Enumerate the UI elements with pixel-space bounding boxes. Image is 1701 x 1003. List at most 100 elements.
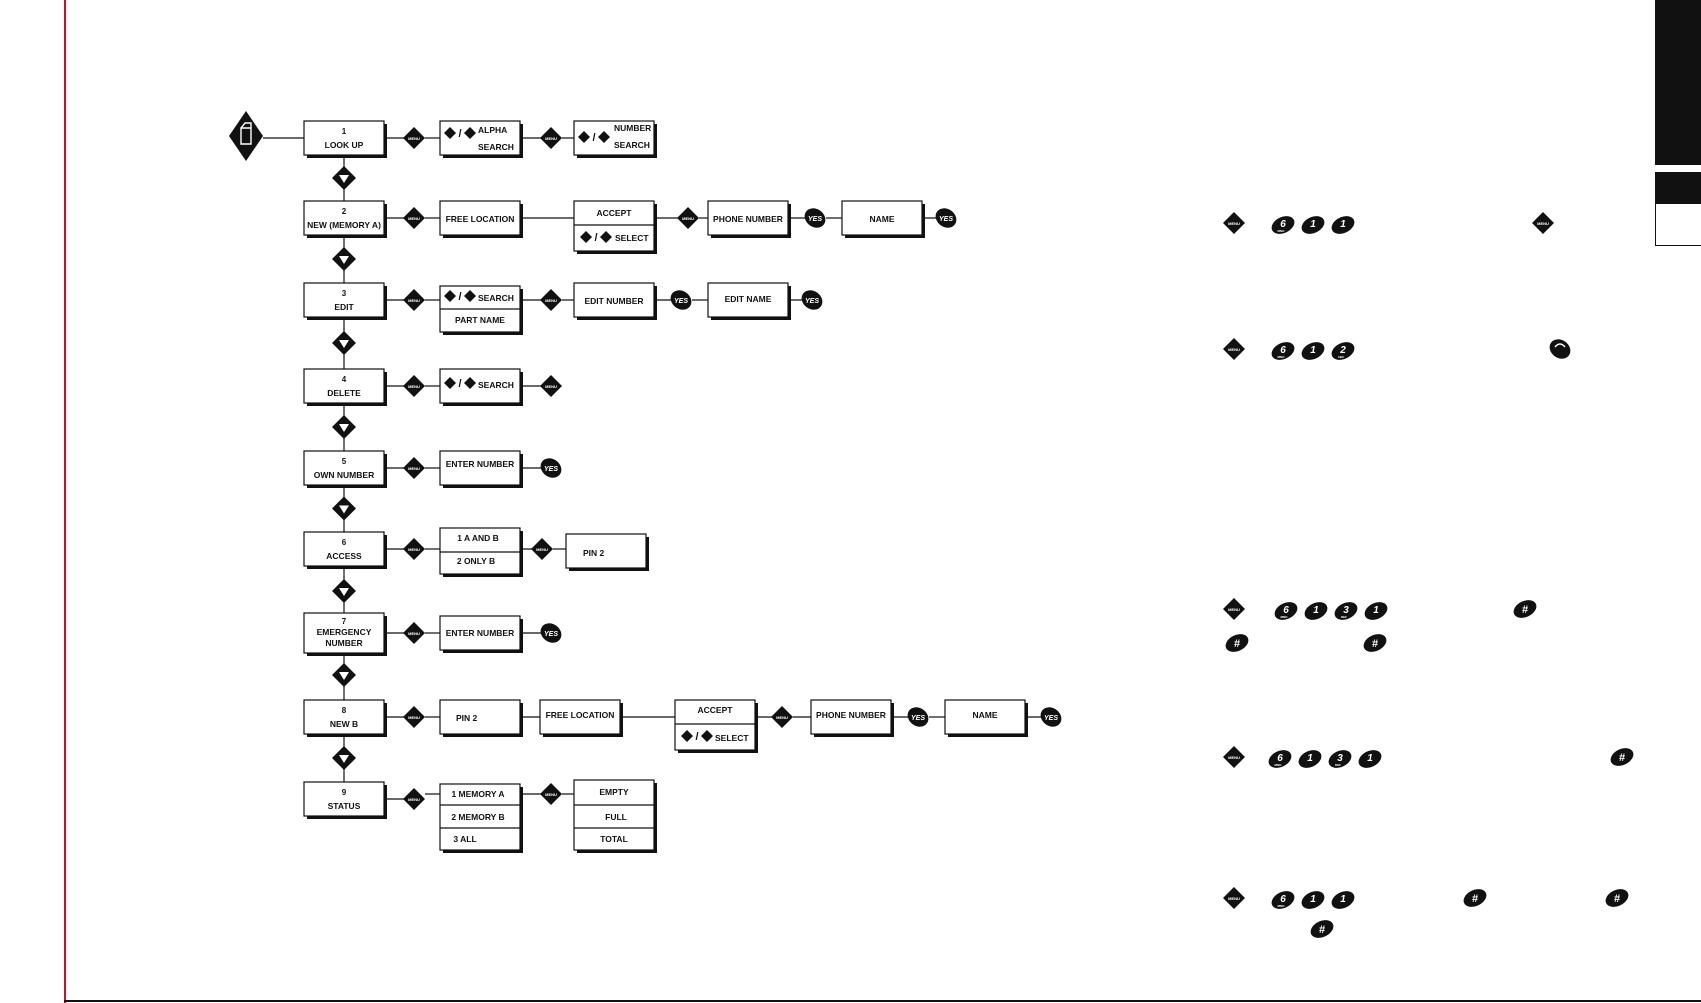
yes-key-icon [804, 208, 826, 228]
down-arrow-glyph [339, 755, 349, 763]
yes-key-icon [1040, 707, 1062, 727]
digit-key-sub: MNO [1278, 229, 1286, 233]
digit-key-sub: MNO [1281, 615, 1289, 619]
digit-key-icon [1334, 602, 1358, 620]
section-tab-outline [1655, 204, 1701, 246]
menu-key-label: MENU [408, 298, 420, 303]
yes-key-label: YES [1044, 715, 1058, 722]
menu-item-label: STATUS [328, 801, 361, 811]
menu-key-icon [403, 622, 425, 644]
digit-key-label: 6 [1280, 894, 1286, 905]
nav-down-icon [600, 231, 612, 243]
phone-number-text: PHONE NUMBER [713, 214, 783, 224]
digit-key-icon [1328, 750, 1352, 768]
menu-item-number: 7 [342, 617, 347, 626]
down-arrow-glyph [339, 672, 349, 680]
delete-search-box [439, 368, 521, 404]
name-box [944, 699, 1026, 735]
digit-key-icon [1358, 750, 1382, 768]
menu-key-label: MENU [408, 384, 420, 389]
access-options-box [439, 527, 521, 575]
status-result-box [573, 779, 655, 851]
down-arrow-glyph [339, 340, 349, 348]
menu-item-label: NEW B [330, 719, 358, 729]
nav-up-icon [444, 377, 456, 389]
nav-down-icon [464, 290, 476, 302]
nav-up-icon [444, 127, 456, 139]
menu-key-label: MENU [545, 298, 557, 303]
digit-key-label: 1 [1310, 345, 1316, 356]
slash-text: / [592, 132, 595, 144]
hash-key-icon [1310, 920, 1334, 938]
slash-text: / [458, 378, 461, 390]
nav-up-icon [681, 730, 693, 742]
nav-down-icon [464, 127, 476, 139]
name-text: NAME [972, 710, 997, 720]
menu-item-label: EDIT [334, 302, 354, 312]
menu-key-label: MENU [545, 792, 557, 797]
digit-key-icon [1331, 216, 1355, 234]
menu-key-icon [1223, 338, 1245, 360]
pin2-text: PIN 2 [456, 713, 478, 723]
hash-key-icon [1610, 748, 1634, 766]
menu-key-icon [403, 127, 425, 149]
section-tab-small [1655, 172, 1701, 204]
menu-item-number: 3 [342, 289, 347, 298]
menu-key-label: MENU [408, 136, 420, 141]
digit-key-label: 1 [1340, 894, 1346, 905]
menu-item-label: NEW (MEMORY A) [307, 220, 381, 230]
menu-item-label: ACCESS [326, 551, 362, 561]
down-arrow-glyph [339, 175, 349, 183]
hash-key-label: # [1614, 893, 1620, 905]
digit-key-icon [1301, 342, 1325, 360]
edit-name-text: EDIT NAME [725, 294, 772, 304]
yes-key-label: YES [544, 631, 558, 638]
part-name-text: PART NAME [455, 315, 505, 325]
edit-number-box [573, 282, 655, 318]
menu-item-box [303, 368, 385, 404]
phonebook-key-icon [229, 111, 263, 161]
menu-item-number: 2 [342, 207, 347, 216]
digit-key-label: 1 [1373, 605, 1379, 616]
hash-key-label: # [1522, 604, 1528, 616]
enter-number-box [439, 450, 521, 486]
digit-key-icon [1301, 891, 1325, 909]
empty-text: EMPTY [599, 787, 629, 797]
digit-key-label: 6 [1277, 753, 1283, 764]
menu-key-icon [540, 127, 562, 149]
memory-options-box [439, 783, 521, 851]
pin2-box [439, 699, 521, 735]
accept-select-box [573, 200, 655, 252]
down-arrow-glyph [339, 256, 349, 264]
edit-name-box [707, 282, 789, 318]
accept-select-box [674, 699, 756, 751]
hash-key-label: # [1319, 924, 1325, 936]
hash-key-label: # [1372, 638, 1378, 650]
menu-key-icon [403, 788, 425, 810]
digit-key-icon [1331, 891, 1355, 909]
menu-item-number: 9 [342, 788, 347, 797]
menu-key-icon [403, 289, 425, 311]
memory-a-text: 1 MEMORY A [451, 789, 504, 799]
select-text: SELECT [715, 733, 749, 743]
slash-text: / [458, 128, 461, 140]
digit-key-sub: MNO [1275, 763, 1283, 767]
nav-down-icon [464, 377, 476, 389]
hash-key-icon [1363, 634, 1387, 652]
nav-up-icon [444, 290, 456, 302]
menu-key-label: MENU [408, 547, 420, 552]
free-location-text: FREE LOCATION [546, 710, 615, 720]
search-text: SEARCH [478, 380, 514, 390]
yes-key-icon [670, 290, 692, 310]
down-arrow-glyph [339, 588, 349, 596]
search-text: SEARCH [478, 142, 514, 152]
yes-key-icon [935, 208, 957, 228]
yes-key-label: YES [911, 715, 925, 722]
digit-key-sub: DEF [1335, 763, 1341, 767]
menu-item-label: LOOK UP [325, 140, 364, 150]
menu-item-number: 5 [342, 457, 347, 466]
hash-key-icon [1513, 600, 1537, 618]
digit-key-label: 1 [1367, 753, 1373, 764]
yes-key-label: YES [805, 298, 819, 305]
slash-text: / [594, 232, 597, 244]
